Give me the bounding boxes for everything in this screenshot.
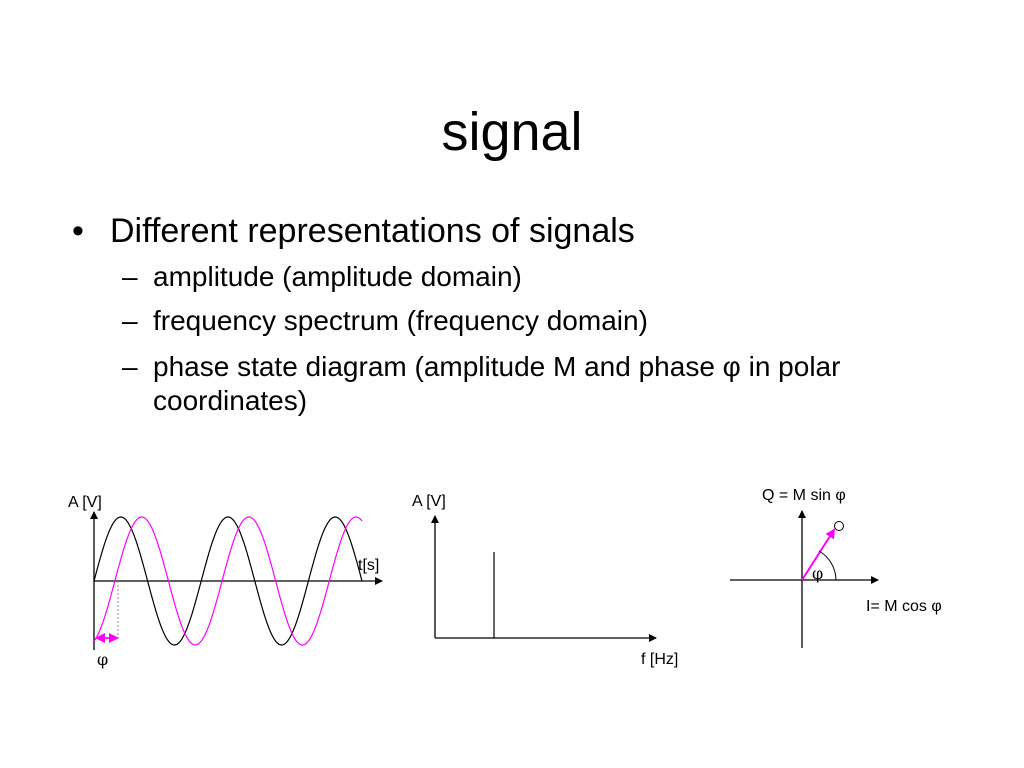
time-y-axis-label: A [V] [68, 494, 102, 511]
phasor-point [834, 521, 844, 531]
sub-item-text: frequency spectrum (frequency domain) [153, 305, 648, 336]
bullet-list: • Different representations of signals –… [72, 210, 972, 418]
freq-x-axis-label: f [Hz] [641, 651, 679, 668]
sub-item-text: phase state diagram (amplitude M and pha… [153, 351, 841, 416]
dash-marker: – [122, 305, 138, 336]
sub-item-phase: – phase state diagram (amplitude M and p… [72, 350, 972, 418]
time-phase-label: φ [97, 650, 109, 669]
phase-state-diagram [730, 510, 879, 648]
dash-marker: – [122, 261, 138, 292]
i-axis-label: I= M cos φ [866, 598, 942, 615]
freq-y-axis-label: A [V] [412, 493, 446, 510]
sub-item-amplitude: – amplitude (amplitude domain) [72, 260, 972, 294]
slide-title: signal [441, 102, 583, 162]
sub-item-frequency: – frequency spectrum (frequency domain) [72, 304, 972, 338]
phase-angle-arc [818, 550, 837, 581]
sub-item-text: amplitude (amplitude domain) [153, 261, 522, 292]
time-x-axis-label: t[s] [358, 557, 380, 574]
bullet-item: • Different representations of signals [72, 210, 972, 252]
dash-marker: – [122, 351, 138, 382]
waveform-reference [93, 516, 363, 646]
q-axis-label: Q = M sin φ [762, 487, 846, 504]
time-domain-diagram [90, 511, 383, 650]
frequency-domain-diagram [431, 515, 657, 642]
waveform-phase-shifted [93, 516, 363, 646]
phase-angle-label: φ [812, 564, 824, 583]
bullet-marker: • [72, 212, 84, 250]
bullet-text: Different representations of signals [110, 212, 635, 250]
phasor-vector [801, 528, 836, 581]
